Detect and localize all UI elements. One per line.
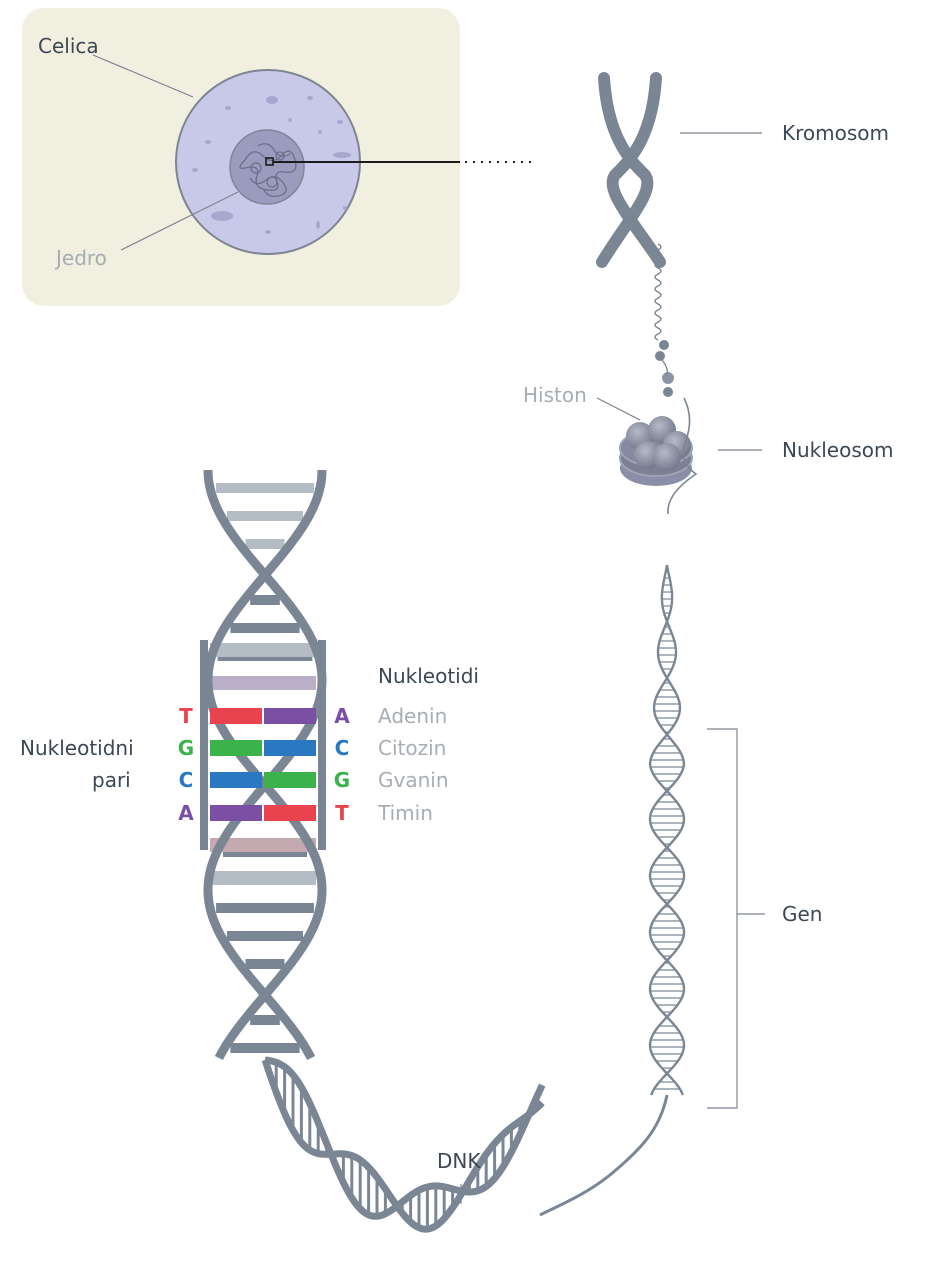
nucleotide-pair-row: A T Timin <box>178 801 433 825</box>
base-letter-left: T <box>179 704 193 728</box>
base-letter-right: G <box>334 768 350 792</box>
nucleotide-left-bar <box>210 805 262 821</box>
helix-rung <box>250 595 280 605</box>
nucleotide-right-bar <box>264 772 316 788</box>
dna-main-helix <box>190 462 542 1229</box>
nucleotide-left-bar <box>210 708 262 724</box>
nucleotide-pairs-label-line1: Nukleotidni <box>20 736 134 760</box>
gene-label: Gen <box>782 902 822 926</box>
helix-rung <box>227 931 303 941</box>
nucleotide-left-bar <box>210 740 262 756</box>
helix-rung <box>246 539 285 549</box>
cell-panel: Celica Jedro <box>22 8 535 306</box>
histone-leader-line <box>597 398 640 420</box>
chromosome-label: Kromosom <box>782 121 889 145</box>
nucleus-label: Jedro <box>54 246 107 270</box>
dna-thin-helix <box>540 565 684 1215</box>
helix-rung <box>210 676 316 690</box>
nucleus <box>230 130 304 204</box>
base-letter-right: A <box>334 704 350 728</box>
helix-rung <box>216 903 314 913</box>
base-letter-right: C <box>335 736 350 760</box>
nucleotide-right-bar <box>264 805 316 821</box>
helix-strand <box>208 470 322 1058</box>
histone-label: Histon <box>523 383 587 407</box>
base-name: Citozin <box>378 736 446 760</box>
nucleotide-pairs-label-line2: pari <box>92 768 131 792</box>
helix-rung <box>210 643 316 657</box>
helix-rung <box>246 959 285 969</box>
base-name: Timin <box>377 801 433 825</box>
helix-rung <box>230 623 299 633</box>
helix-rung <box>250 1015 280 1025</box>
nucleotides-heading: Nukleotidi <box>378 664 479 688</box>
base-letter-left: G <box>178 736 194 760</box>
chromosome <box>602 78 660 262</box>
helix-rung <box>210 871 316 885</box>
nucleosome-label: Nukleosom <box>782 438 893 462</box>
base-letter-left: A <box>178 801 194 825</box>
nucleotide-pair-row: C G Gvanin <box>179 768 449 792</box>
thin-helix-strand <box>540 1095 667 1215</box>
base-letter-left: C <box>179 768 194 792</box>
base-letter-right: T <box>335 801 349 825</box>
gene-bracket <box>707 729 765 1108</box>
helix-strand <box>208 470 322 1058</box>
nucleotide-right-bar <box>264 708 316 724</box>
helix-rung <box>230 1043 299 1053</box>
nucleotide-pair-row: G C Citozin <box>178 736 447 760</box>
nucleotide-right-bar <box>264 740 316 756</box>
base-name: Gvanin <box>378 768 449 792</box>
nucleotide-left-bar <box>210 772 262 788</box>
cell-label: Celica <box>38 34 99 58</box>
base-name: Adenin <box>378 704 447 728</box>
dna-label: DNK <box>437 1149 481 1173</box>
